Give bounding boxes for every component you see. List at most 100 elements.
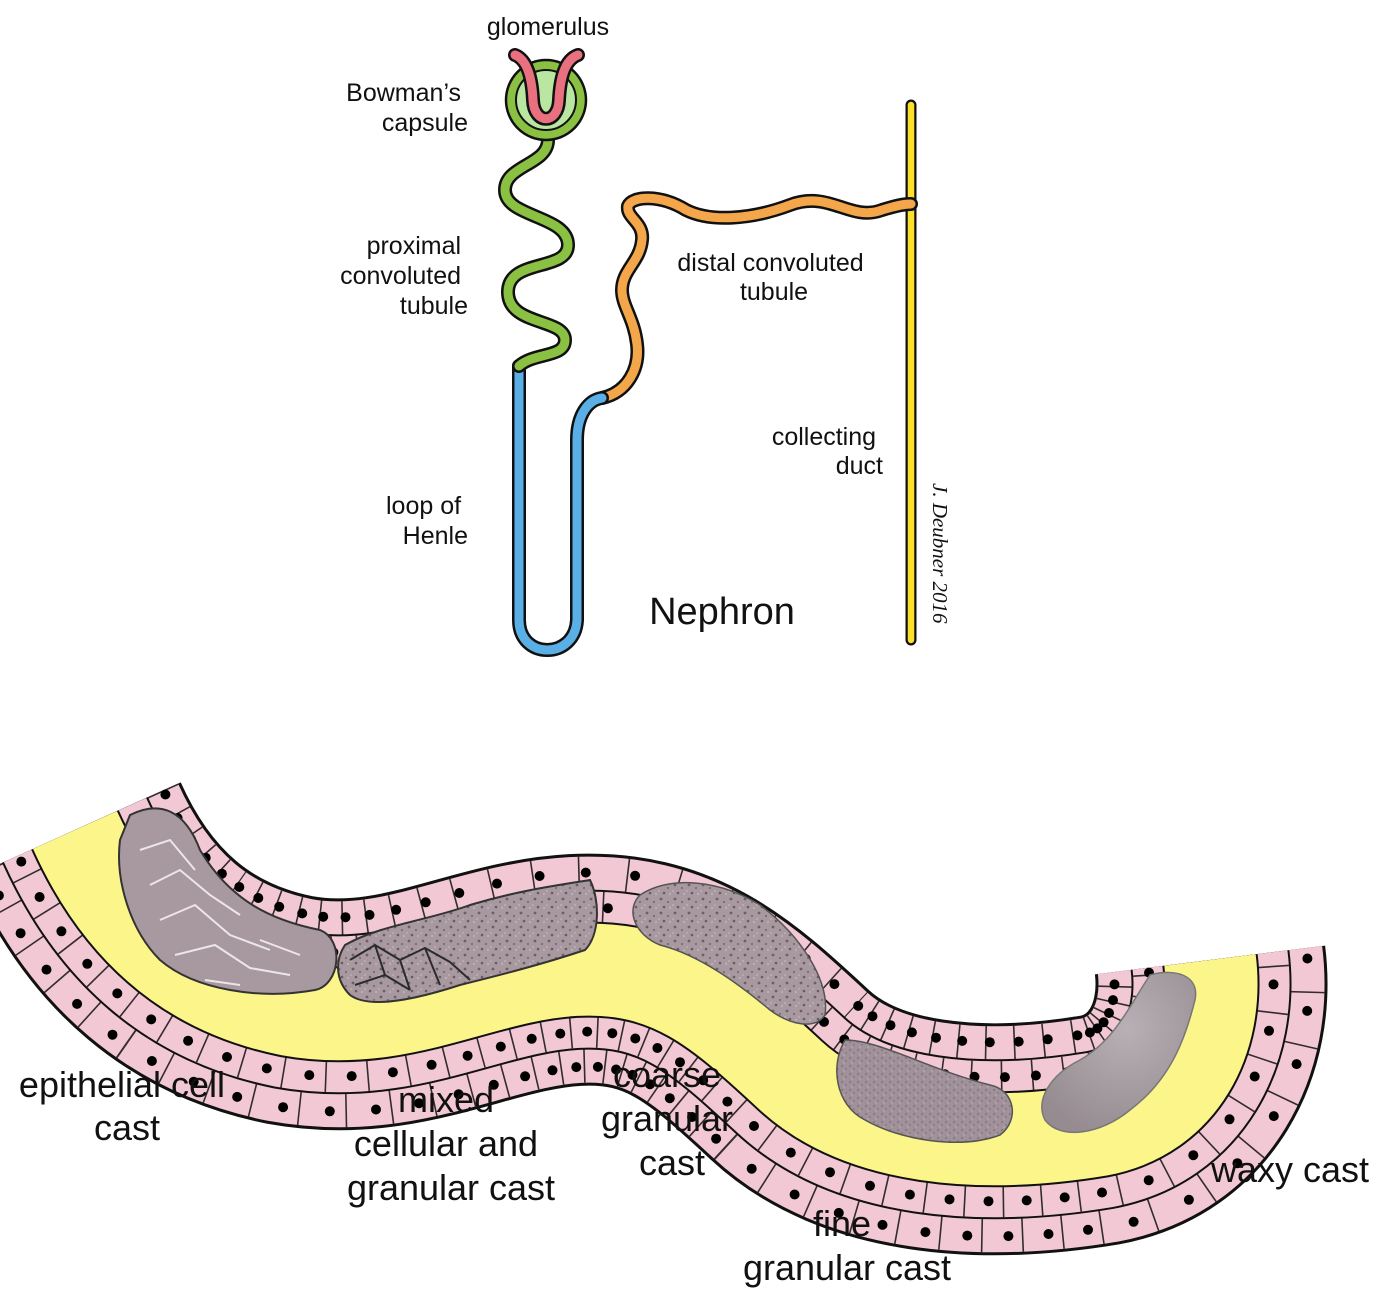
- cell-nucleus: [853, 1000, 864, 1011]
- bowmans-capsule: [504, 58, 588, 142]
- epithelial-cell-cast: [118, 807, 338, 995]
- cell-nucleus: [904, 1189, 915, 1200]
- cell-nucleus: [1183, 1194, 1194, 1205]
- cell-nucleus: [785, 1147, 796, 1158]
- cell-nucleus: [160, 789, 171, 800]
- cell-nucleus: [1043, 1229, 1054, 1239]
- cell-nucleus: [630, 1033, 641, 1044]
- mixed-cellular-granular-cast: [337, 878, 598, 1003]
- cell-nucleus: [414, 1098, 424, 1109]
- cell-nucleus: [232, 1091, 243, 1102]
- cell-nucleus: [274, 901, 285, 912]
- loop-of-henle-label: loop of Henle: [386, 492, 468, 550]
- cell-nucleus: [1268, 1111, 1279, 1122]
- cell-nucleus: [526, 1033, 537, 1044]
- cell-nucleus: [15, 928, 26, 939]
- cell-nucleus: [877, 1219, 888, 1230]
- cell-nucleus: [488, 1079, 499, 1090]
- cell-nucleus: [867, 1011, 878, 1022]
- cell-nucleus: [41, 964, 52, 975]
- cell-nucleus: [582, 1026, 593, 1037]
- loop-of-henle-label-line-2: Henle: [403, 522, 468, 550]
- cell-nucleus: [1030, 1070, 1041, 1081]
- cell-nucleus: [602, 903, 613, 914]
- cell-nucleus: [234, 882, 245, 892]
- cell-nucleus: [944, 1194, 955, 1205]
- cell-nucleus: [146, 1014, 157, 1025]
- cell-nucleus: [278, 1102, 289, 1113]
- cell-nucleus: [1224, 1114, 1235, 1125]
- cell-nucleus: [1143, 1175, 1154, 1186]
- cell-nucleus: [534, 871, 545, 881]
- cell-nucleus: [675, 1057, 685, 1068]
- cell-nucleus: [1108, 995, 1118, 1006]
- cell-nucleus: [957, 1035, 968, 1046]
- cell-nucleus: [571, 1062, 582, 1073]
- cell-nucleus: [931, 1032, 941, 1043]
- cell-nucleus: [1021, 1195, 1032, 1206]
- cell-nucleus: [1042, 1034, 1053, 1045]
- fine-granular-cast: [836, 1039, 1014, 1143]
- cell-nucleus: [1003, 1231, 1014, 1242]
- cell-nucleus: [420, 897, 431, 908]
- tubule-casts-diagram: epithelial cell cast mixed cellular and …: [0, 780, 1369, 1288]
- cell-nucleus: [1264, 1025, 1274, 1036]
- epithelial-cell-cast-label-line-1: epithelial cell: [19, 1064, 225, 1105]
- fine-cast-label-line-2: granular cast: [743, 1247, 951, 1288]
- cell-nucleus: [1084, 1027, 1095, 1038]
- cell-nucleus: [920, 1227, 931, 1238]
- cell-nucleus: [1128, 1216, 1139, 1227]
- cell-nucleus: [453, 1089, 464, 1100]
- cell-nucleus: [833, 1207, 844, 1218]
- epithelial-cell-cast-label-line-2: cast: [94, 1107, 160, 1148]
- cell-nucleus: [1059, 1192, 1070, 1203]
- cell-nucleus: [1291, 1059, 1302, 1070]
- cell-nucleus: [495, 1041, 506, 1052]
- cell-nucleus: [698, 1075, 709, 1086]
- cell-nucleus: [188, 1076, 199, 1087]
- collecting-duct-label: collecting duct: [772, 423, 883, 480]
- cell-nucleus: [825, 1167, 835, 1178]
- cell-nucleus: [592, 1061, 603, 1072]
- cell-nucleus: [645, 1079, 655, 1090]
- cell-nucleus: [630, 870, 641, 881]
- loop-of-henle-label-line-1: loop of: [386, 492, 461, 520]
- cell-nucleus: [340, 912, 351, 923]
- cell-nucleus: [387, 1067, 398, 1078]
- cell-nucleus: [1083, 1224, 1093, 1235]
- nephron-title: Nephron: [649, 591, 795, 633]
- proximal-convoluted-tubule: [497, 133, 576, 373]
- cell-nucleus: [1188, 1150, 1199, 1161]
- cell-nucleus: [829, 979, 840, 990]
- cell-nucleus: [492, 878, 502, 889]
- cell-nucleus: [555, 1028, 566, 1039]
- cell-nucleus: [1104, 1008, 1114, 1018]
- cell-nucleus: [1013, 1036, 1024, 1047]
- cell-nucleus: [183, 1035, 194, 1046]
- cell-nucleus: [346, 1071, 357, 1082]
- cell-nucleus: [607, 1028, 618, 1039]
- cell-nucleus: [1072, 1030, 1083, 1041]
- cell-nucleus: [1109, 979, 1120, 990]
- proximal-tubule-label: proximal convoluted tubule: [340, 232, 468, 320]
- cell-nucleus: [789, 1189, 800, 1200]
- mixed-cellular-granular-cast-label: mixed cellular and granular cast: [347, 1079, 555, 1208]
- cell-nucleus: [16, 856, 27, 867]
- cell-nucleus: [722, 1096, 733, 1107]
- cell-nucleus: [580, 867, 591, 878]
- mixed-cast-label-line-3: granular cast: [347, 1167, 555, 1208]
- cell-nucleus: [983, 1196, 994, 1207]
- cell-nucleus: [1302, 1005, 1313, 1016]
- distal-tubule-label: distal convoluted tubule: [677, 249, 870, 306]
- waxy-cast-label: waxy cast: [1210, 1149, 1369, 1190]
- fine-granular-cast-label: fine granular cast: [743, 1203, 951, 1288]
- cell-nucleus: [107, 1029, 118, 1040]
- coarse-granular-cast: [632, 881, 827, 1025]
- cell-nucleus: [304, 1070, 315, 1081]
- cell-nucleus: [222, 1052, 232, 1062]
- proximal-tubule-label-line-1: proximal: [367, 232, 461, 260]
- cell-nucleus: [664, 1093, 675, 1104]
- cell-nucleus: [711, 1133, 722, 1144]
- loop-of-henle: [512, 359, 609, 657]
